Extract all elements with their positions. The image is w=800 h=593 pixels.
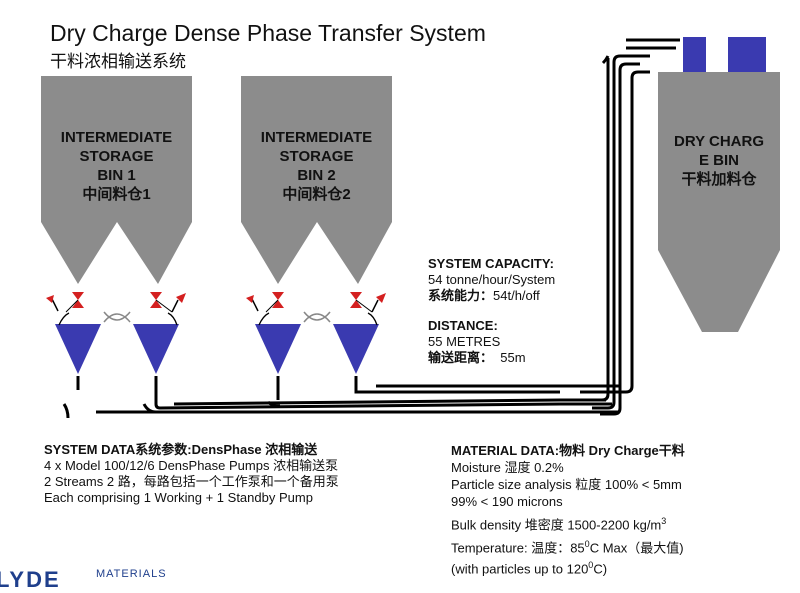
pump-group-4	[333, 292, 386, 374]
temperature-text: Temperature: 温度：850C Max（最大值)	[451, 539, 684, 556]
system-data-line: 4 x Model 100/12/6 DensPhase Pumps 浓相输送泵	[44, 458, 339, 473]
valve-icon	[150, 292, 162, 308]
connector-arc-1	[103, 313, 131, 323]
pump-icon	[333, 324, 379, 374]
pipeline-group	[62, 38, 680, 419]
system-data-line: Each comprising 1 Working + 1 Standby Pu…	[44, 490, 313, 505]
distance-heading: DISTANCE:	[428, 318, 498, 333]
system-capacity-heading: SYSTEM CAPACITY:	[428, 256, 554, 271]
pipeline-riser-2	[592, 54, 650, 410]
dry-charge-bin	[658, 72, 780, 332]
system-capacity-cn-label: 系统能力：	[428, 288, 494, 303]
storage-bin-2-label: INTERMEDIATE STORAGE BIN 2 中间料仓2	[260, 129, 373, 203]
page-subtitle: 干料浓相输送系统	[50, 52, 186, 71]
flag-icon	[371, 299, 379, 313]
pipeline-riser-4	[580, 70, 650, 394]
system-data-line: 2 Streams 2 路，每路包括一个工作泵和一个备用泵	[44, 474, 339, 489]
company-logo: LYDE	[0, 567, 61, 592]
material-data-heading: MATERIAL DATA:物料 Dry Charge干料	[451, 443, 685, 458]
storage-bin-1-label: INTERMEDIATE STORAGE BIN 1 中间料仓1	[60, 129, 173, 203]
page-title: Dry Charge Dense Phase Transfer System	[50, 20, 486, 46]
particle-size-text: Particle size analysis 粒度 100% < 5mm	[451, 477, 682, 492]
pipeline-3	[154, 376, 561, 410]
pump-group-2	[133, 292, 186, 374]
pipeline-5	[354, 376, 560, 394]
system-capacity-cn-value: 54t/h/off	[493, 288, 540, 303]
distance-value: 55 METRES	[428, 334, 501, 349]
bulk-density-text: Bulk density 堆密度 1500-2200 kg/m3	[451, 516, 667, 533]
pipeline-riser-3	[586, 58, 610, 402]
material-data-block: MATERIAL DATA:物料 Dry Charge干料 Moisture 湿…	[451, 442, 685, 577]
particle-size-text-2: 99% < 190 microns	[451, 494, 563, 509]
valve-icon	[350, 292, 362, 308]
dry-charge-bin-inlet-2	[728, 37, 766, 72]
pump-group-3	[246, 292, 301, 374]
pump-icon	[133, 324, 179, 374]
transfer-system-diagram	[41, 37, 780, 419]
system-data-heading: SYSTEM DATA系统参数:DensPhase 浓相输送	[44, 442, 318, 457]
pipeline-riser-1	[600, 62, 640, 416]
pipeline-2	[62, 403, 70, 419]
system-data-block: SYSTEM DATA系统参数:DensPhase 浓相输送 4 x Model…	[44, 442, 339, 506]
moisture-text: Moisture 湿度 0.2%	[451, 460, 564, 475]
valve-icon	[272, 292, 284, 308]
system-capacity-value: 54 tonne/hour/System	[428, 272, 556, 287]
temperature-text-2: (with particles up to 1200C)	[451, 559, 608, 576]
connector-arc-2	[303, 313, 331, 323]
storage-bin-1	[41, 76, 192, 284]
valve-icon	[72, 292, 84, 308]
flag-icon	[51, 298, 59, 312]
flag-icon	[171, 299, 179, 313]
dry-charge-bin-label: DRY CHARG E BIN 干料加料仓	[673, 133, 764, 188]
storage-bin-2	[241, 76, 392, 284]
distance-cn-value: 55m	[500, 350, 526, 365]
system-capacity-block: SYSTEM CAPACITY: 54 tonne/hour/System 系统…	[428, 256, 555, 304]
pump-group-1	[46, 292, 101, 374]
dry-charge-bin-inlet-1	[683, 37, 706, 72]
pump-icon	[55, 324, 101, 374]
company-logo-sub: MATERIALS	[96, 568, 167, 580]
distance-cn-label: 输送距离：	[428, 350, 494, 365]
pump-icon	[255, 324, 301, 374]
flag-icon	[251, 298, 259, 312]
distance-block: DISTANCE: 55 METRES 输送距离： 55m	[428, 318, 526, 366]
